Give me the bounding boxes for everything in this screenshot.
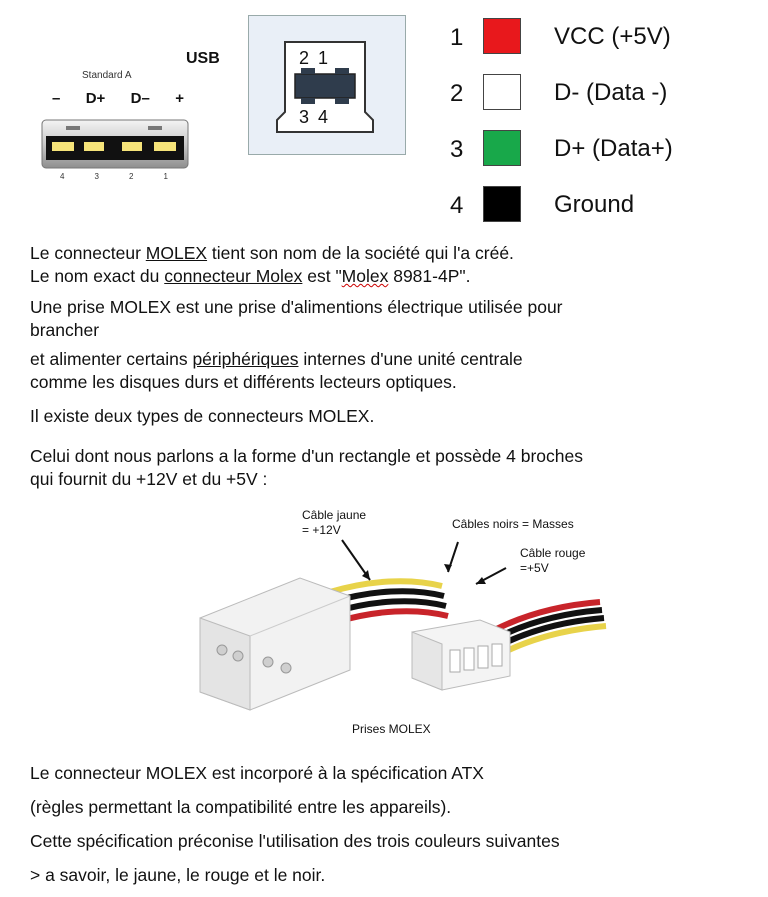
usb-b-connector-icon xyxy=(276,41,374,133)
text-line: Celui dont nous parlons a la forme d'un … xyxy=(30,446,583,466)
standard-a-label: Standard A xyxy=(82,70,132,81)
text-line: et alimenter certains périphériques inte… xyxy=(30,348,523,370)
legend-number: 3 xyxy=(450,136,464,163)
pin-symbol: – xyxy=(52,90,61,107)
link-molex[interactable]: MOLEX xyxy=(145,243,208,263)
legend-label: VCC (+5V) xyxy=(554,23,671,50)
text-line: Le connecteur MOLEX est incorporé à la s… xyxy=(30,763,484,783)
text-span: internes d'une unité centrale xyxy=(298,349,523,369)
legend-label: D+ (Data+) xyxy=(554,135,673,162)
color-swatch xyxy=(483,130,521,166)
pin-number: 1 xyxy=(163,172,168,181)
pin-symbol: D+ xyxy=(85,90,106,107)
text-line: comme les disques durs et différents lec… xyxy=(30,372,457,392)
text-line: brancher xyxy=(30,320,100,340)
photo-caption: Prises MOLEX xyxy=(352,722,431,736)
usb-title: USB xyxy=(186,50,220,67)
text-line: Cette spécification préconise l'utilisat… xyxy=(30,831,560,851)
usb-a-pin-numbers: 4 3 2 1 xyxy=(60,172,168,181)
pin-number: 4 xyxy=(60,172,65,181)
text-span: est " xyxy=(302,266,342,286)
pin-symbol: + xyxy=(175,90,184,107)
text-line: qui fournit du +12V et du +5V : xyxy=(30,469,268,489)
text-span: Le connecteur xyxy=(30,243,146,263)
legend-row: 3 D+ (Data+) xyxy=(450,130,750,168)
pin-symbol: D– xyxy=(130,90,150,107)
legend-number: 4 xyxy=(450,192,464,219)
molex-photo: Câble jaune = +12V Câbles noirs = Masses… xyxy=(180,500,630,740)
color-swatch xyxy=(483,74,521,110)
usb-b-diagram: 2 1 3 4 xyxy=(248,15,406,155)
text-span: tient son nom de la société qui l'a créé… xyxy=(207,243,514,263)
text-span: Le nom exact du xyxy=(30,266,165,286)
legend-row: 2 D- (Data -) xyxy=(450,74,750,112)
usb-b-bottom-pins: 3 4 xyxy=(299,107,331,127)
legend-label: D- (Data -) xyxy=(554,79,668,106)
text-span: 8981-4P". xyxy=(388,266,471,286)
legend-number: 2 xyxy=(450,80,464,107)
label-cable-jaune: Câble jaune xyxy=(302,508,367,522)
text-line: Une prise MOLEX est une prise d'alimenti… xyxy=(30,297,563,317)
legend-row: 1 VCC (+5V) xyxy=(450,18,750,56)
legend-number: 1 xyxy=(450,24,464,51)
pin-number: 3 xyxy=(94,172,99,181)
text-line: Le connecteur MOLEX tient son nom de la … xyxy=(30,242,514,264)
usb-a-connector-icon xyxy=(41,119,189,169)
legend-label: Ground xyxy=(554,191,635,218)
text-line: (règles permettant la compatibilité entr… xyxy=(30,797,452,817)
text-span: et alimenter certains xyxy=(30,349,193,369)
text-line: Le nom exact du connecteur Molex est "Mo… xyxy=(30,265,470,287)
misspelled-word: Molex xyxy=(341,266,389,286)
usb-b-top-pins: 2 1 xyxy=(299,48,331,68)
usb-a-pin-symbols: – D+ D– + xyxy=(52,90,184,107)
molex-connector-illustration xyxy=(199,539,607,711)
label-cable-jaune-voltage: = +12V xyxy=(302,523,341,537)
link-peripheriques[interactable]: périphériques xyxy=(192,349,299,369)
legend-row: 4 Ground xyxy=(450,186,750,224)
label-cables-noirs: Câbles noirs = Masses xyxy=(452,517,574,531)
label-cable-rouge: Câble rouge xyxy=(520,546,586,560)
color-swatch xyxy=(483,18,521,54)
text-line: > a savoir, le jaune, le rouge et le noi… xyxy=(30,865,326,885)
pin-number: 2 xyxy=(129,172,134,181)
color-swatch xyxy=(483,186,521,222)
label-cable-rouge-voltage: =+5V xyxy=(520,561,549,575)
link-connecteur-molex[interactable]: connecteur Molex xyxy=(164,266,303,286)
text-line: Il existe deux types de connecteurs MOLE… xyxy=(30,406,375,426)
